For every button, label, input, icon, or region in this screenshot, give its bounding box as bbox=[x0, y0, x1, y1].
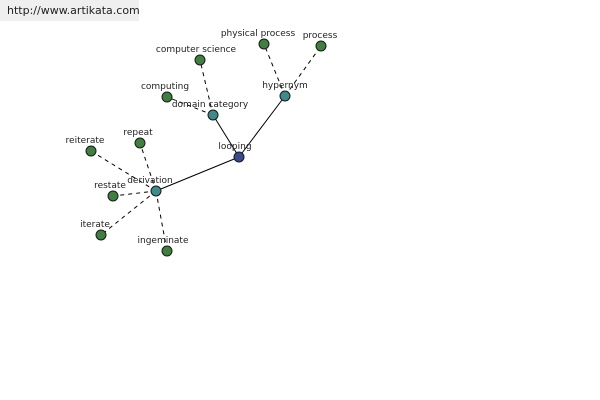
edge-derivation-to-iterate bbox=[100, 190, 157, 236]
node-label-restate: restate bbox=[94, 181, 126, 191]
edge-derivation-to-ingeminate bbox=[155, 190, 168, 252]
node-computer-science[interactable] bbox=[194, 54, 206, 66]
node-label-process: process bbox=[303, 31, 338, 41]
node-label-derivation: derivation bbox=[127, 176, 173, 186]
node-reiterate[interactable] bbox=[85, 145, 97, 157]
source-link[interactable]: http://www.artikata.com bbox=[0, 0, 139, 21]
node-label-computer-science: computer science bbox=[156, 45, 237, 55]
node-iterate[interactable] bbox=[95, 229, 107, 241]
edge-derivation-to-repeat bbox=[139, 142, 157, 192]
node-looping[interactable] bbox=[233, 151, 245, 163]
node-label-looping: looping bbox=[218, 142, 251, 152]
edge-domain-category-to-computing bbox=[166, 96, 214, 116]
node-label-physical-process: physical process bbox=[221, 29, 296, 39]
node-label-hypernym: hypernym bbox=[262, 81, 308, 91]
node-process[interactable] bbox=[315, 40, 327, 52]
node-hypernym[interactable] bbox=[279, 90, 291, 102]
node-derivation[interactable] bbox=[150, 185, 162, 197]
node-repeat[interactable] bbox=[134, 137, 146, 149]
node-label-computing: computing bbox=[141, 82, 189, 92]
node-label-repeat: repeat bbox=[123, 128, 153, 138]
node-domain-category[interactable] bbox=[207, 109, 219, 121]
node-ingeminate[interactable] bbox=[161, 245, 173, 257]
node-label-reiterate: reiterate bbox=[66, 136, 105, 146]
node-label-ingeminate: ingeminate bbox=[137, 236, 188, 246]
edge-looping-to-domain-category bbox=[212, 114, 240, 158]
node-physical-process[interactable] bbox=[258, 38, 270, 50]
edge-hypernym-to-physical-process bbox=[263, 43, 286, 97]
edge-looping-to-derivation bbox=[155, 156, 240, 192]
edge-hypernym-to-process bbox=[284, 45, 322, 97]
edges-layer bbox=[90, 43, 322, 252]
edge-looping-to-hypernym bbox=[238, 95, 286, 158]
node-label-domain-category: domain category bbox=[172, 100, 249, 110]
edge-derivation-to-restate bbox=[112, 190, 157, 197]
node-computing[interactable] bbox=[161, 91, 173, 103]
nodes-layer bbox=[85, 38, 327, 257]
edge-domain-category-to-computer-science bbox=[199, 59, 214, 116]
node-label-iterate: iterate bbox=[80, 220, 110, 230]
node-restate[interactable] bbox=[107, 190, 119, 202]
labels-layer: looping hypernym domain category derivation… bbox=[66, 29, 338, 246]
